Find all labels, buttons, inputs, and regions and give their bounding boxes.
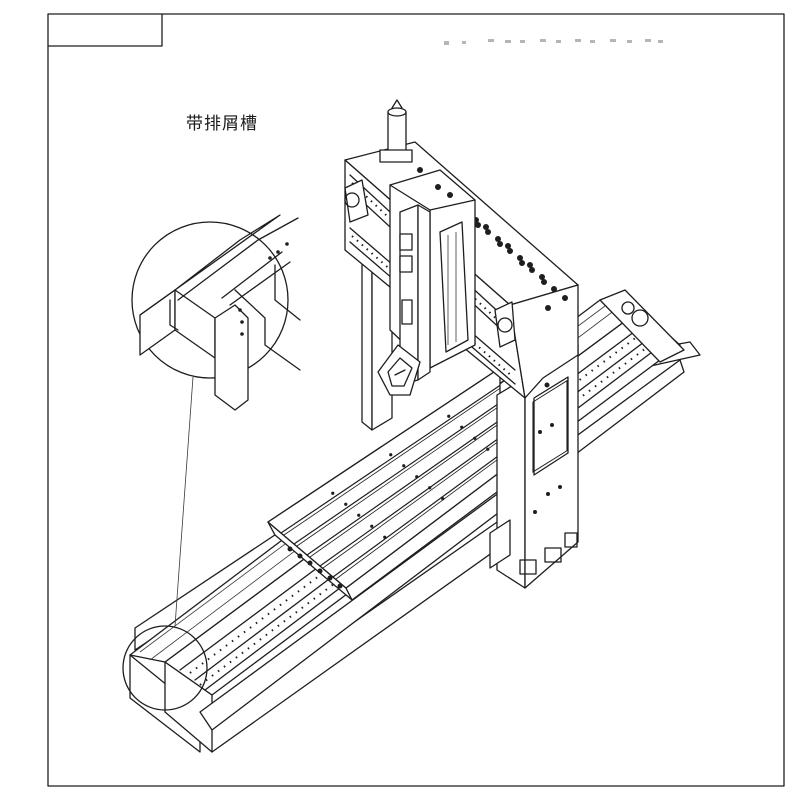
table-hole [486,447,490,451]
drawing-border [47,13,785,787]
table-t-slot [306,419,501,556]
title-block [47,13,163,47]
table-t-slot [280,384,501,534]
table-t-slot-edge [296,405,501,547]
beam-hole [485,229,491,235]
table-hole [428,486,432,490]
beam-hole [541,279,547,285]
beam-hole [519,260,525,266]
table-t-slot-edge [309,422,501,558]
table-hole [460,425,464,429]
table-hole [370,524,374,528]
table-hole [441,497,445,501]
table-t-slot [293,402,501,545]
table-hole [389,453,393,457]
faint-header-marks [444,39,663,45]
beam-hole [539,274,545,280]
beam-hole [505,243,511,249]
beam-hole [507,248,513,254]
table-t-slot-edge [335,457,501,580]
detail-chip-trough-section [139,214,301,411]
spindle-head [377,99,476,396]
beam-hole [483,224,489,230]
table-hole [473,436,477,440]
beam-hole [551,286,557,292]
table-hole [402,464,406,468]
beam-hole [529,267,535,273]
gantry-columns [361,245,579,589]
beam-hole [475,222,481,228]
detail-callout [122,214,301,711]
table-hole [415,475,419,479]
beam-hole [527,262,533,268]
table-t-slot [319,436,501,567]
table-hole [383,535,387,539]
beam-hole [497,241,503,247]
beam-hole [517,255,523,261]
table-t-slot-edge [283,388,501,536]
table-hole [344,502,348,506]
table-hole [447,414,451,418]
table-t-slot-edge [322,440,501,569]
table-hole [331,491,335,495]
worktable [267,367,506,601]
beam-hole [495,236,501,242]
table-hole [357,513,361,517]
table-t-slot [332,454,501,578]
chip-trough-label: 带排屑槽 [186,114,258,134]
beam-hole [417,167,423,173]
